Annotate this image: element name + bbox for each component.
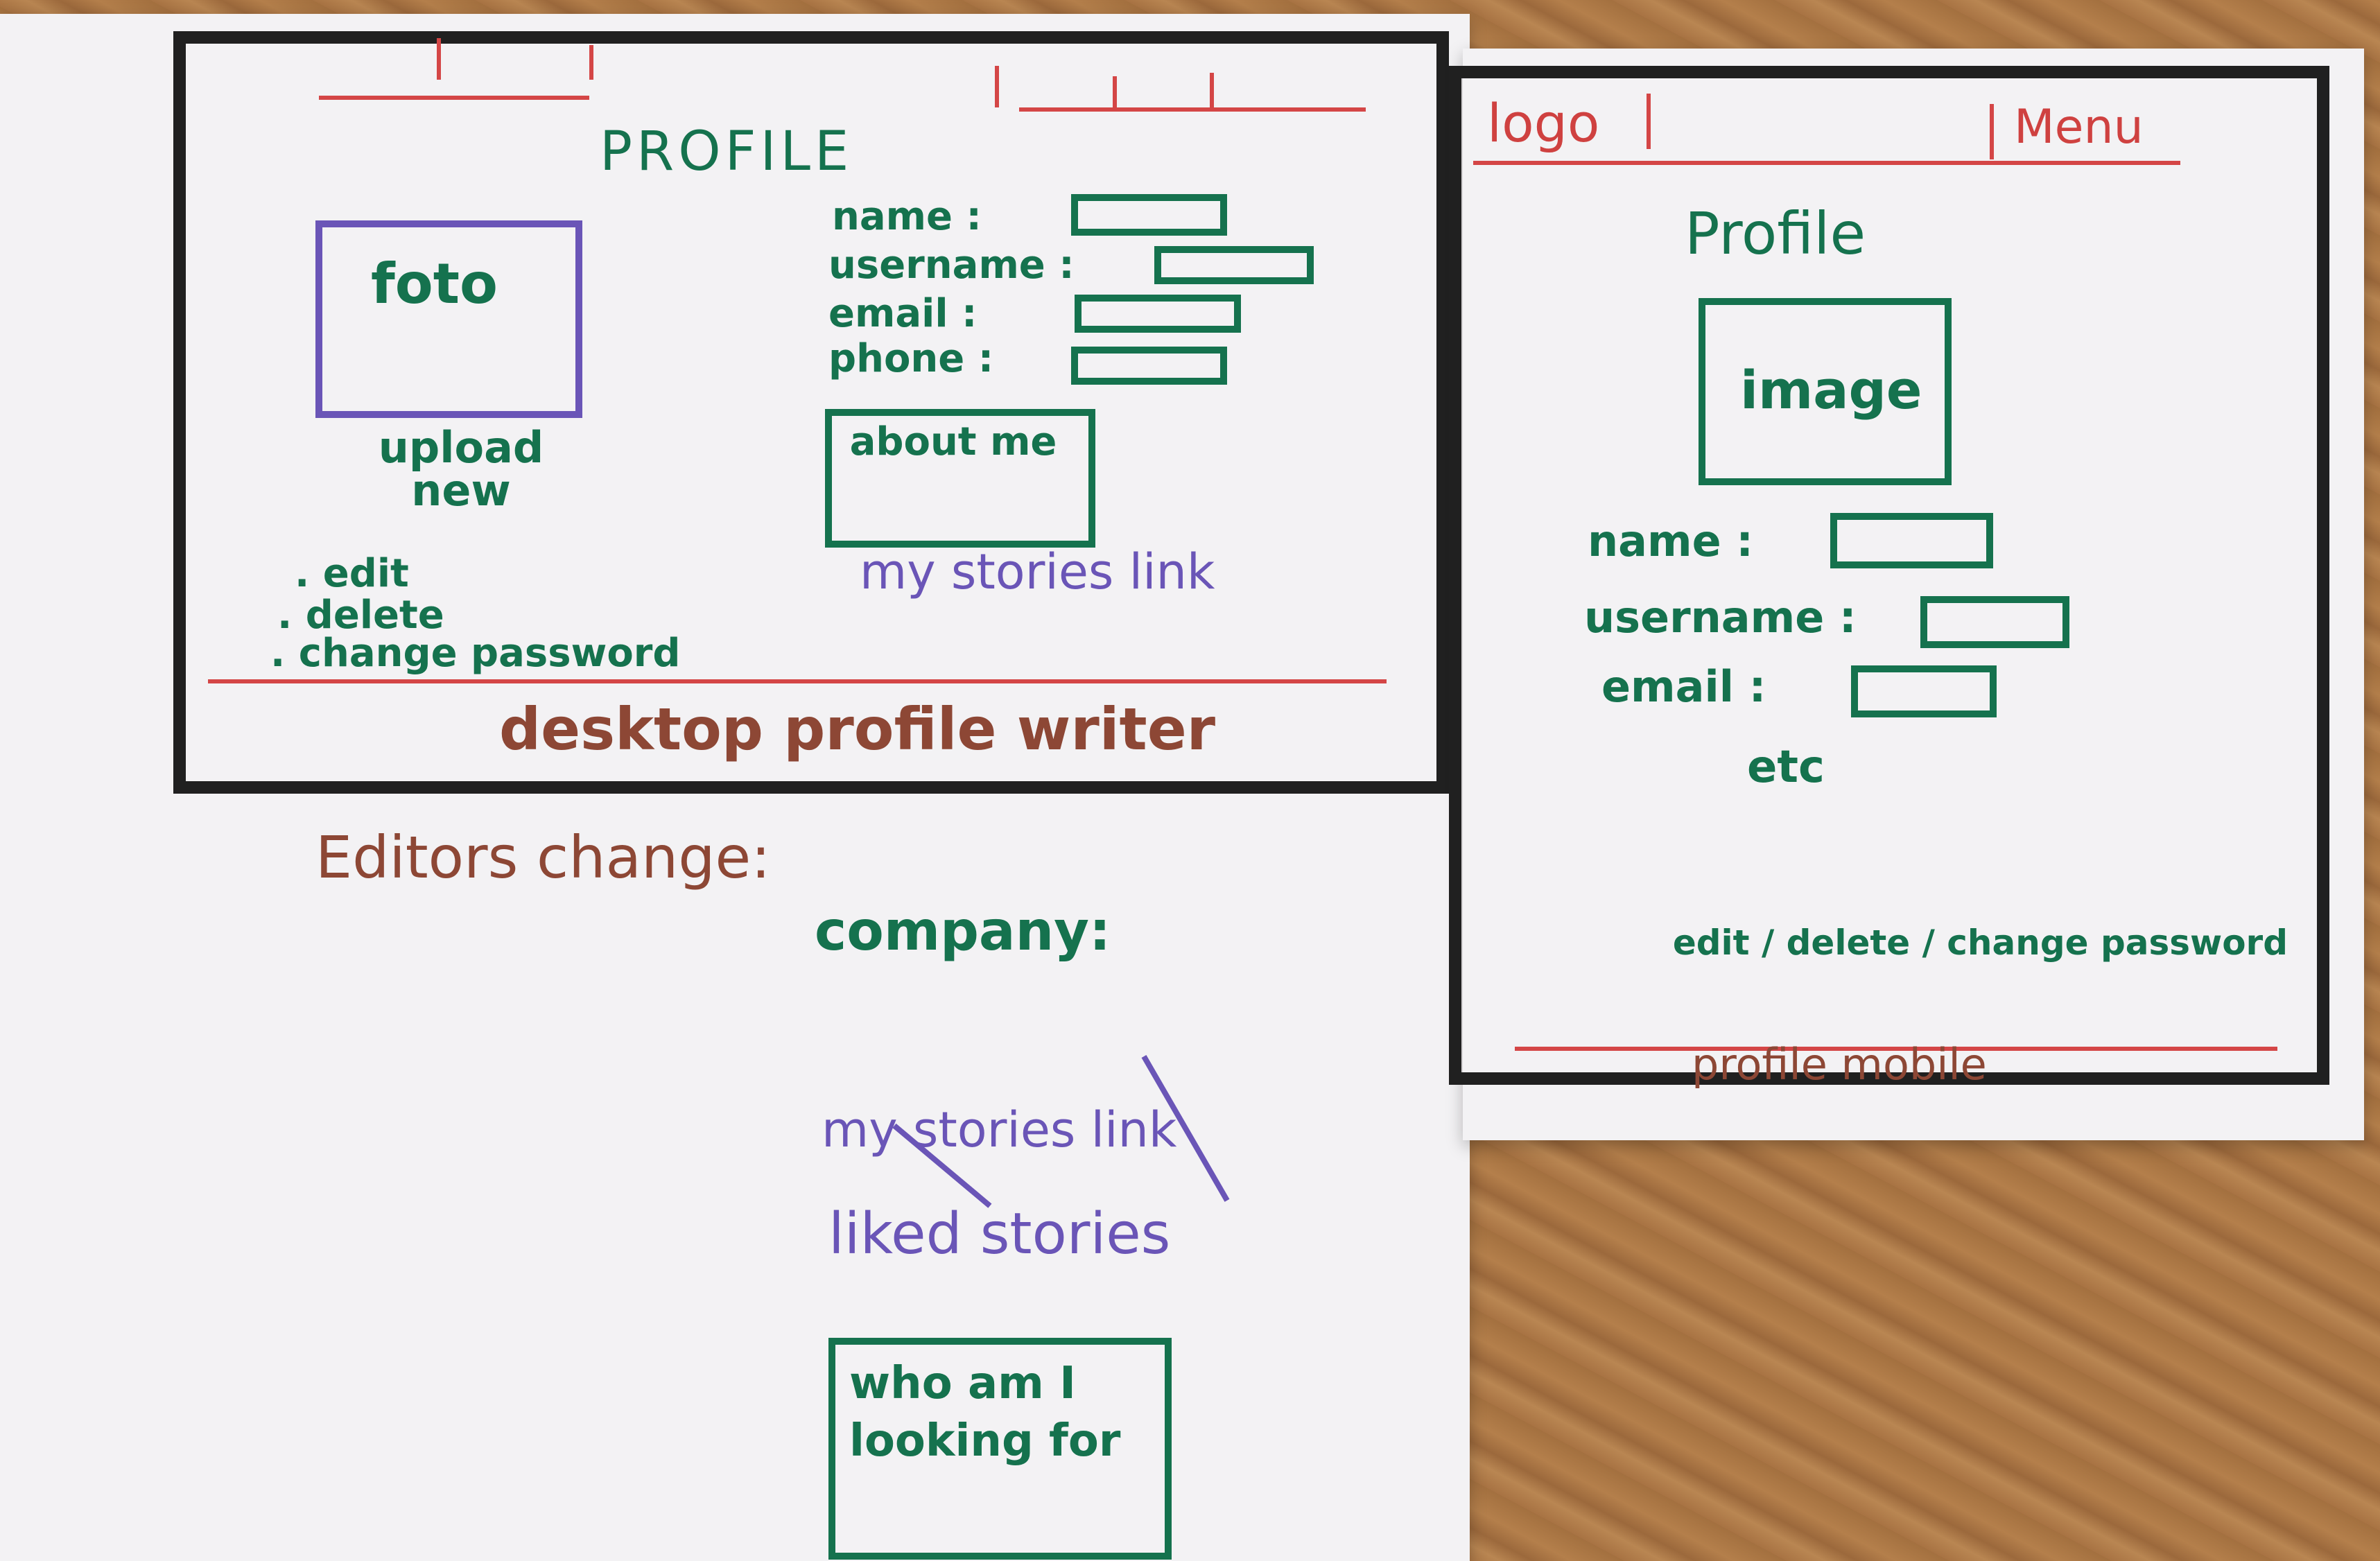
mobile-sketch-paper bbox=[1463, 49, 2364, 1140]
desktop-delete-action[interactable]: . delete bbox=[277, 593, 444, 638]
mobile-menu-button[interactable]: Menu bbox=[2014, 100, 2144, 155]
desktop-navbar-tick bbox=[437, 38, 441, 80]
desktop-username-label: username : bbox=[828, 243, 1075, 288]
mobile-name-field[interactable] bbox=[1830, 513, 1993, 568]
desktop-navbar-tick bbox=[589, 45, 593, 80]
editors-company-label: company: bbox=[815, 900, 1111, 963]
editors-crossed-stories-link[interactable]: my stories link bbox=[822, 1101, 1177, 1158]
desktop-footer-line bbox=[208, 679, 1387, 683]
desktop-navbar-tick bbox=[1210, 73, 1214, 107]
desktop-email-field[interactable] bbox=[1075, 295, 1241, 333]
mobile-email-label: email : bbox=[1601, 661, 1766, 712]
desktop-sketch-caption: desktop profile writer bbox=[499, 695, 1216, 763]
mobile-page-title: Profile bbox=[1685, 200, 1866, 268]
mobile-email-field[interactable] bbox=[1851, 665, 1997, 717]
desktop-phone-field[interactable] bbox=[1071, 347, 1227, 385]
mobile-image-label: image bbox=[1740, 359, 1922, 421]
mobile-etc-label: etc bbox=[1747, 742, 1825, 793]
desktop-about-me-label: about me bbox=[849, 419, 1057, 464]
desktop-page-title: PROFILE bbox=[600, 121, 853, 183]
desktop-photo-label: foto bbox=[371, 252, 498, 316]
desktop-upload-new-link[interactable]: upload new bbox=[378, 422, 544, 516]
desktop-username-field[interactable] bbox=[1154, 246, 1314, 284]
mobile-navbar-line bbox=[1473, 161, 2180, 165]
desktop-navbar-tick bbox=[1113, 76, 1117, 107]
mobile-footer-line bbox=[1515, 1047, 2277, 1051]
desktop-change-password-action[interactable]: . change password bbox=[270, 631, 681, 676]
mobile-navbar-tick bbox=[1990, 104, 1994, 159]
desktop-phone-label: phone : bbox=[828, 336, 994, 381]
mobile-image-placeholder bbox=[1699, 298, 1952, 485]
desktop-name-label: name : bbox=[832, 194, 982, 239]
mobile-sketch-caption: profile mobile bbox=[1692, 1039, 1987, 1090]
desktop-about-me-box[interactable] bbox=[825, 409, 1095, 548]
desktop-email-label: email : bbox=[828, 291, 978, 336]
mobile-logo[interactable]: logo bbox=[1487, 92, 1600, 154]
desktop-navbar-line-left bbox=[319, 96, 589, 100]
editors-who-am-i-box[interactable] bbox=[828, 1338, 1172, 1560]
desktop-name-field[interactable] bbox=[1071, 194, 1227, 236]
desktop-my-stories-link[interactable]: my stories link bbox=[860, 543, 1215, 600]
mobile-actions-bar[interactable]: edit / delete / change password bbox=[1672, 923, 2288, 963]
desktop-navbar-tick bbox=[995, 66, 999, 107]
mobile-username-field[interactable] bbox=[1920, 596, 2069, 648]
mobile-name-label: name : bbox=[1588, 516, 1754, 566]
mobile-navbar-tick bbox=[1647, 94, 1651, 149]
mobile-frame bbox=[1449, 66, 2329, 1085]
editors-who-am-i-label: who am I looking for bbox=[849, 1358, 1121, 1467]
desktop-photo-placeholder bbox=[315, 220, 582, 418]
mobile-username-label: username : bbox=[1584, 592, 1857, 643]
desktop-navbar-line-right bbox=[1019, 107, 1366, 112]
editors-change-title: Editors change: bbox=[315, 823, 771, 891]
desktop-edit-action[interactable]: . edit bbox=[295, 551, 409, 596]
desktop-frame bbox=[173, 31, 1449, 794]
editors-liked-stories-link[interactable]: liked stories bbox=[828, 1201, 1171, 1267]
